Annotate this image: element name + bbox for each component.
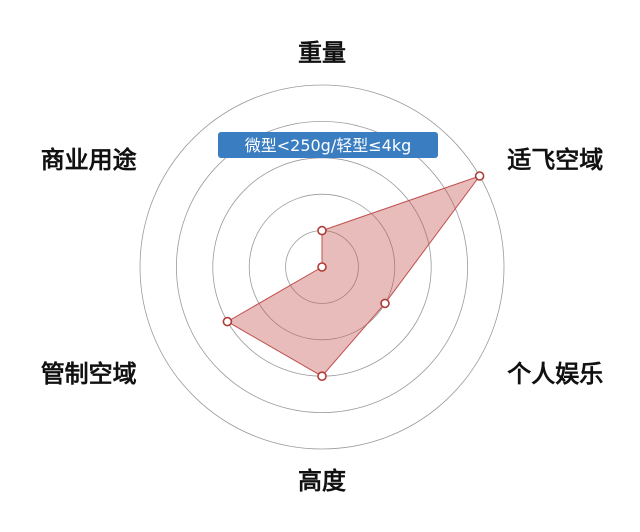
axis-label: 重量 — [298, 39, 346, 67]
annotation-text: 微型<250g/轻型≤4kg — [245, 136, 412, 155]
points-layer — [222, 171, 485, 382]
data-point — [222, 316, 233, 327]
grid-ring — [248, 193, 396, 341]
series-layer — [226, 174, 481, 377]
annotation-badge: 微型<250g/轻型≤4kg — [218, 132, 438, 158]
data-point — [380, 298, 390, 309]
axis-label: 高度 — [298, 467, 347, 495]
axis-label: 个人娱乐 — [507, 360, 603, 388]
axis-label: 适飞空域 — [507, 146, 603, 174]
grid-ring — [175, 120, 469, 414]
axis-label: 管制空域 — [41, 360, 137, 388]
annotation-badge-bg — [218, 132, 438, 158]
data-point — [317, 225, 327, 236]
data-point — [317, 371, 327, 382]
series-area — [226, 174, 481, 377]
data-point — [317, 262, 327, 272]
axis-label: 商业用途 — [41, 146, 138, 174]
data-point — [474, 171, 485, 181]
grid — [139, 84, 505, 450]
grid-ring — [139, 84, 505, 450]
